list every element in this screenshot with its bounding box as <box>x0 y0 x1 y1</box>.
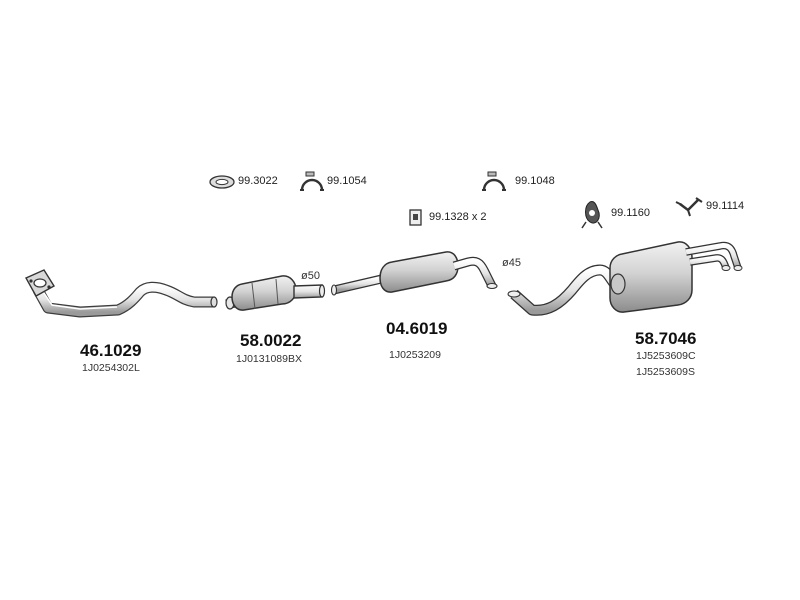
part-number-middle-silencer: 04.6019 <box>386 319 448 338</box>
oem-reference-rear-silencer-2: 1J5253609S <box>636 366 695 378</box>
rear-silencer-icon <box>507 241 743 316</box>
mounting-bracket-icon <box>409 209 422 226</box>
part-number-rear-silencer: 58.7046 <box>635 329 697 348</box>
part-number-catalyst: 58.0022 <box>240 331 302 350</box>
front-pipe-icon <box>25 269 218 318</box>
accessory-code-gasket: 99.3022 <box>238 175 278 187</box>
accessory-code-clamp-a: 99.1054 <box>327 175 367 187</box>
catalytic-converter-icon <box>225 275 326 311</box>
oem-reference-rear-silencer-1: 1J5253609C <box>636 350 696 362</box>
oem-reference-front-pipe: 1J0254302L <box>82 362 140 374</box>
rubber-hanger-icon <box>581 201 603 229</box>
part-number-front-pipe: 46.1029 <box>80 341 142 360</box>
u-bolt-clamp-icon <box>300 171 324 191</box>
gasket-ring-icon <box>209 175 235 189</box>
u-bolt-clamp-icon <box>482 171 506 191</box>
diameter-label-catalyst: ø50 <box>301 270 320 282</box>
oem-reference-middle-silencer: 1J0253209 <box>389 349 441 361</box>
accessory-code-bracket: 99.1328 x 2 <box>429 211 487 223</box>
accessory-code-hanger: 99.1160 <box>611 207 650 219</box>
oem-reference-catalyst: 1J0131089BX <box>236 353 302 365</box>
v-clamp-icon <box>675 197 703 217</box>
accessory-code-v-clamp: 99.1114 <box>706 200 745 212</box>
middle-silencer-icon <box>330 251 498 296</box>
accessory-code-clamp-b: 99.1048 <box>515 175 555 187</box>
diameter-label-middle-silencer: ø45 <box>502 257 521 269</box>
